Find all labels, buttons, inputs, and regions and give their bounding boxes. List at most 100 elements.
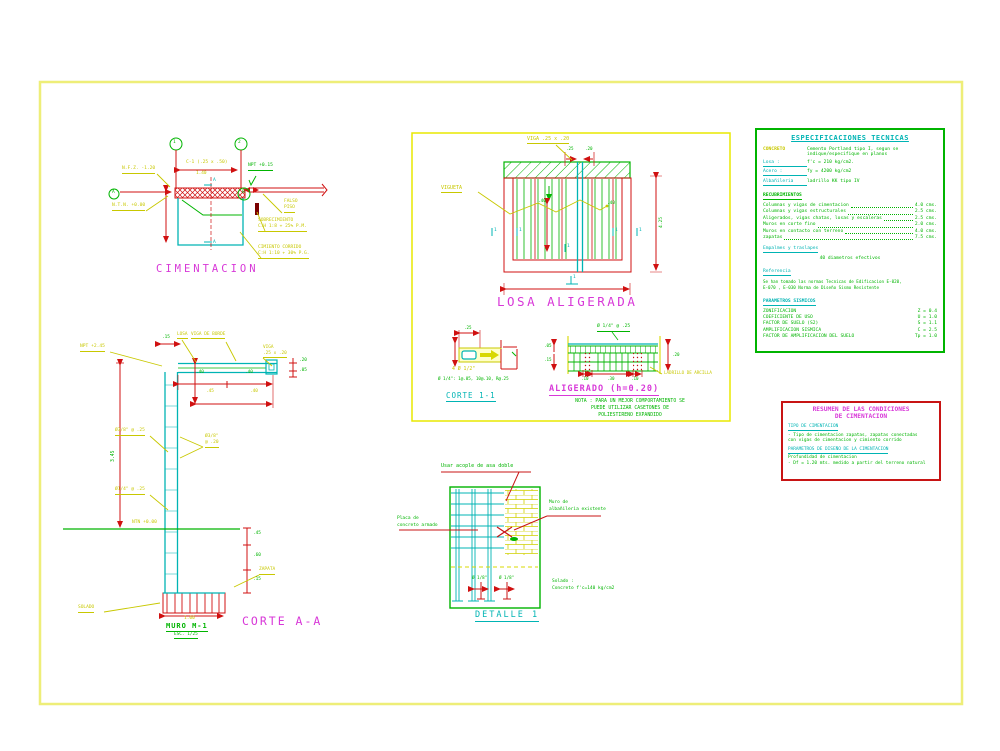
section-mark-1: 1 (567, 244, 570, 249)
spec-value: fy = 4200 kg/cm2 (807, 169, 852, 174)
spec-row: Losa : f'c = 210 kg/cm2. (763, 160, 937, 167)
corte-11-title: CORTE 1-1 (446, 391, 496, 402)
recub-value: 7.5 cms. (914, 235, 937, 241)
viga-borde-label: VIGA DE BORDE (191, 332, 226, 340)
resumen-title2: DE CIMENTACION (834, 413, 888, 420)
referencia-line: Se han tomado las normas Tecnicas de Edi… (763, 279, 902, 285)
muro-title: MURO M-1 (166, 622, 208, 632)
zapata-label: ZAPATA (259, 567, 276, 575)
vigueta-callout: VIGUETA (441, 185, 463, 193)
tipo-line: con vigas de cimentacion y cimiento corr… (788, 438, 902, 444)
column-label: C-1 (.25 x .50) (186, 160, 228, 165)
empalmes-value: 40 diametros efectivos (819, 256, 881, 262)
section-mark-a-bottom: A (213, 240, 216, 245)
dim-label: .20 (299, 358, 307, 363)
acople-label: Usar acople de asa doble (441, 463, 514, 469)
dim-label: .10 (581, 376, 589, 381)
param-label: AMPLIFICACION SISMICA (763, 327, 822, 333)
viga-label2: .25 x .20 (263, 351, 287, 359)
dim-label: .40 (196, 370, 204, 375)
corte-aa-title: CORTE A-A (242, 614, 323, 628)
cimiento-label: CIMIENTO CORRIDO (258, 245, 302, 250)
rebar-label-mid2: @ .20 (205, 440, 219, 448)
recubrimiento-row: Aligerados, vigas chatas, losas y escale… (763, 216, 937, 222)
section-mark-1: 1 (519, 228, 522, 233)
dim-label: .15 (162, 335, 170, 340)
spec-label: Albañileria (763, 179, 807, 186)
ladrillo-label: LADRILLO DE ARCILLA (664, 370, 712, 375)
npt-level-label: NPT +2.45 (80, 344, 105, 352)
param-label: FACTOR DE AMPLIFICACION DEL SUELO (763, 334, 855, 340)
dowel-label: Ø 1/8" (472, 575, 488, 580)
dim-label: .10 (631, 376, 639, 381)
parametros-title: PARAMETROS SISMICOS (763, 298, 816, 306)
spec-label: Losa : (763, 160, 807, 167)
referencia-line: E-070 , E-030 Norma de Diseño Sismo Resi… (763, 285, 879, 291)
recub-value: 2.0 cms. (914, 222, 937, 228)
sobrecimiento-label: SOBRECIMIENTO (258, 218, 294, 223)
corte-11-linework (452, 330, 518, 370)
spec-row: Acero : fy = 4200 kg/cm2 (763, 169, 937, 176)
losa-title: LOSA ALIGERADA (497, 294, 638, 309)
sheet-frame (38, 80, 964, 706)
dim-label: 3.45 (111, 450, 116, 462)
section-mark-1: 1 (639, 228, 642, 233)
solado-note: Solado : (552, 579, 574, 584)
recubrimientos-title: RECUBRIMIENTOS (763, 193, 802, 200)
profundidad-value: - Df = 1.20 mts. medido a partir del ter… (788, 460, 926, 466)
solado-label: SOLADO (78, 605, 95, 613)
rebar-label-h: Ø1/4" @ .25 (115, 487, 145, 495)
parametro-row: FACTOR DE SUELO (S2)S = 1.1 (763, 321, 937, 327)
rebar-label-mid: Ø3/8" (205, 434, 219, 439)
ntn-level-label: NTN +0.00 (132, 520, 157, 525)
grid-bubble-2: 2 (238, 140, 241, 145)
recub-value: 2.5 cms. (914, 209, 937, 215)
solado-note2: Concreto f'c=140 kg/cm2 (552, 586, 615, 591)
dim-label: .20 (585, 146, 593, 151)
param-value: Tp = 1.0 (914, 334, 937, 340)
especificaciones-box: ESPECIFICACIONES TECNICAS CONCRETO Cemen… (755, 128, 945, 353)
falso-piso-label2: PISO (284, 205, 295, 213)
note-line: NOTA : PARA UN MEJOR COMPORTAMIENTO SE (575, 399, 685, 404)
grid-bubble-1: 1 (173, 140, 176, 145)
param-label: ZONIFICACION (763, 308, 797, 314)
param-value: U = 1.0 (917, 315, 937, 321)
spec-value-line: Cemento Portland tipo I, segun se (807, 147, 899, 152)
section-mark-a-top: A (213, 178, 216, 183)
profundidad-label: Profundidad de cimentacion (788, 455, 857, 461)
parametro-row: COEFICIENTE DE USO U = 1.0 (763, 315, 937, 321)
npt-label: NPT +0.15 (248, 163, 273, 171)
muro-albanileria-label2: albañileria existente (549, 507, 606, 512)
grid-bubble-a: A (112, 190, 115, 195)
grid-bubble-b: B (242, 190, 245, 195)
parametros-cim-title: PARAMETROS DE DISEÑO DE LA CIMENTACION (788, 446, 889, 454)
recubrimiento-row: zapatas 7.5 cms. (763, 235, 937, 241)
param-value: C = 2.5 (917, 327, 937, 333)
empalmes-title: Empalmes y traslapes (763, 246, 819, 254)
recub-value: 4.0 cms. (914, 228, 937, 234)
spec-value-line: indique/especifique en planos (807, 152, 888, 157)
dim-label: 1.40 (196, 171, 207, 176)
placa-label: Placa de (397, 516, 419, 521)
dim-label: .45 (206, 389, 214, 394)
spec-value: f'c = 210 kg/cm2. (807, 159, 855, 165)
dim-label: .40 (538, 199, 546, 204)
cimiento-label2: C:H 1:10 + 30% P.G. (258, 251, 310, 259)
section-mark-1: 1 (494, 228, 497, 233)
especificaciones-title: ESPECIFICACIONES TECNICAS (791, 134, 909, 142)
recub-label: Columnas y vigas de cimentacion (763, 203, 849, 208)
cimentacion-linework (108, 137, 328, 259)
dim-label: .40 (245, 370, 253, 375)
tipo-title: TIPO DE CIMENTACION (788, 424, 839, 431)
dim-label: .20 (672, 352, 680, 357)
dim-label: 4.25 (659, 216, 664, 228)
note-line: POLIESTIRENO EXPANDIDO (598, 413, 662, 418)
param-label: COEFICIENTE DE USO (763, 315, 813, 321)
recub-label: zapatas (763, 235, 783, 241)
dowel-label: Ø 1/8" (499, 575, 515, 580)
viga-label: VIGA (263, 345, 274, 350)
rebar-label-v: Ø3/8" @ .25 (115, 428, 145, 436)
